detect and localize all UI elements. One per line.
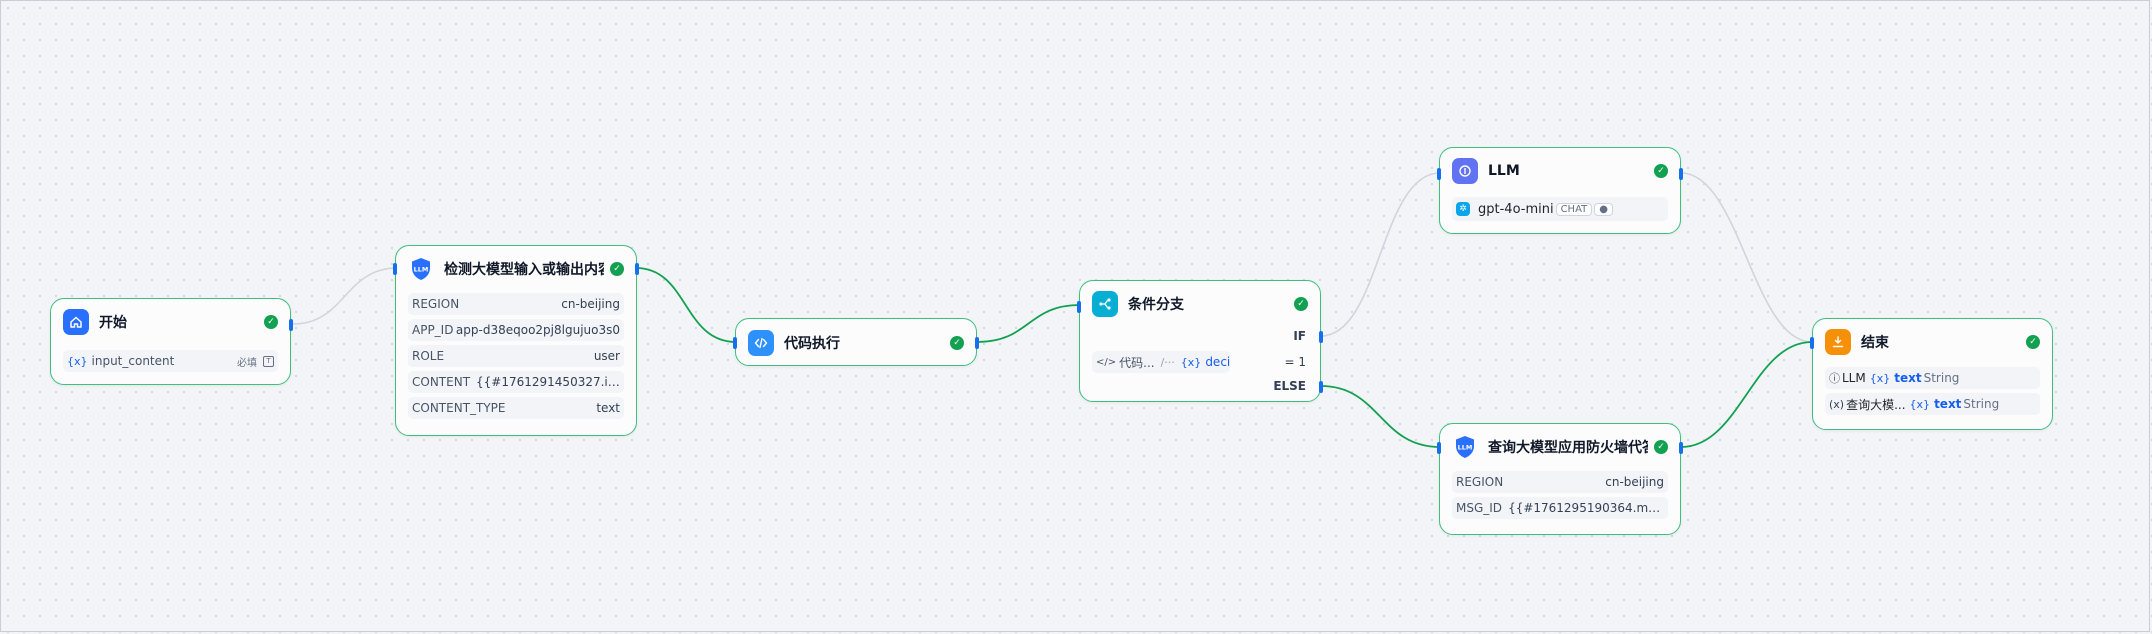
input-handle[interactable] xyxy=(1077,301,1081,313)
llm-icon xyxy=(1452,158,1478,184)
success-check-icon: ✓ xyxy=(264,315,278,329)
output-handle[interactable] xyxy=(289,319,293,331)
condition-operator: = 1 xyxy=(1284,355,1306,369)
param-value: app-d38eqoo2pj8lgujuo3s0 xyxy=(455,323,620,337)
success-check-icon: ✓ xyxy=(1294,297,1308,311)
if-label: IF xyxy=(1293,329,1306,343)
output-type: String xyxy=(1923,371,1960,385)
success-check-icon: ✓ xyxy=(1654,164,1668,178)
node-title: 查询大模型应用防火墙代答结 xyxy=(1488,440,1648,456)
param-key: REGION xyxy=(412,297,460,311)
llm-shield-icon: LLM xyxy=(1452,434,1478,460)
variable-icon: {x} xyxy=(67,354,88,368)
output-handle[interactable] xyxy=(975,337,979,349)
param-value: {{#1761291450327.inpu... xyxy=(476,375,620,389)
llm-shield-icon: LLM xyxy=(408,256,434,282)
svg-text:LLM: LLM xyxy=(1458,444,1473,452)
node-content-detect[interactable]: LLM 检测大模型输入或输出内容是 ✓ REGION cn-beijing APP… xyxy=(393,245,639,436)
param-key: CONTENT xyxy=(412,375,471,389)
param-row: ROLE user xyxy=(408,345,624,367)
end-icon xyxy=(1825,329,1851,355)
success-check-icon: ✓ xyxy=(1654,440,1668,454)
model-row[interactable]: ✲ gpt-4o-mini CHAT ● xyxy=(1452,197,1668,221)
param-row: CONTENT_TYPE text xyxy=(408,397,624,419)
node-firewall-query[interactable]: LLM 查询大模型应用防火墙代答结 ✓ REGION cn-beijing MSG… xyxy=(1437,423,1683,535)
node-title: 条件分支 xyxy=(1128,297,1184,313)
param-key: MSG_ID xyxy=(1456,501,1503,515)
output-source: 查询大模... xyxy=(1846,397,1906,412)
success-check-icon: ✓ xyxy=(610,262,624,276)
start-variable-row[interactable]: {x} input_content 必填 T xyxy=(63,350,278,372)
param-value: user xyxy=(593,349,620,363)
variable-icon: {x} xyxy=(1180,355,1202,369)
node-title: LLM xyxy=(1488,163,1520,179)
output-type: String xyxy=(1963,397,2000,411)
node-condition-branch[interactable]: 条件分支 ✓ IF </> 代码... /··· {x} decision_t.… xyxy=(1077,280,1323,402)
output-handle[interactable] xyxy=(1679,168,1683,180)
mode-badge: CHAT xyxy=(1555,202,1593,216)
condition-variable: decision_t... xyxy=(1205,355,1230,369)
node-title: 开始 xyxy=(99,315,127,331)
input-handle[interactable] xyxy=(1437,442,1441,454)
node-end[interactable]: 结束 ✓ ⓘ LLM {x} text String (x) 查询大模... {… xyxy=(1810,318,2053,430)
param-row: MSG_ID {{#1761295190364.msg_i... xyxy=(1452,497,1668,519)
model-name: gpt-4o-mini xyxy=(1478,201,1554,217)
eye-icon[interactable]: ● xyxy=(1594,202,1613,216)
text-type-icon: T xyxy=(263,355,274,367)
if-output-handle[interactable] xyxy=(1319,331,1323,343)
param-row: REGION cn-beijing xyxy=(408,293,624,315)
param-key: APP_ID xyxy=(412,323,454,337)
output-row[interactable]: (x) 查询大模... {x} text String xyxy=(1825,393,2040,415)
svg-text:LLM: LLM xyxy=(414,266,429,274)
node-title: 代码执行 xyxy=(784,336,840,352)
input-handle[interactable] xyxy=(393,263,397,275)
variable-icon: (x) xyxy=(1829,397,1845,411)
condition-separator: /··· xyxy=(1160,355,1175,369)
llm-icon: ⓘ xyxy=(1829,372,1840,385)
required-label: 必填 xyxy=(237,357,257,369)
else-label: ELSE xyxy=(1273,379,1306,393)
success-check-icon: ✓ xyxy=(2026,335,2040,349)
output-row[interactable]: ⓘ LLM {x} text String xyxy=(1825,367,2040,389)
param-key: ROLE xyxy=(412,349,445,363)
output-variable: text xyxy=(1934,397,1962,411)
node-llm[interactable]: LLM ✓ ✲ gpt-4o-mini CHAT ● xyxy=(1437,147,1683,234)
output-handle[interactable] xyxy=(1679,442,1683,454)
param-key: REGION xyxy=(1456,475,1504,489)
code-icon xyxy=(748,330,774,356)
output-handle[interactable] xyxy=(635,263,639,275)
param-value: cn-beijing xyxy=(1605,475,1664,489)
variable-icon: {x} xyxy=(1869,371,1891,385)
node-start[interactable]: 开始 ✓ {x} input_content 必填 T xyxy=(50,298,293,385)
condition-source: 代码... xyxy=(1119,355,1155,370)
param-key: CONTENT_TYPE xyxy=(412,401,506,415)
node-code[interactable]: 代码执行 ✓ xyxy=(733,318,979,366)
param-value: text xyxy=(596,401,620,415)
node-title: 结束 xyxy=(1861,335,1889,351)
code-icon: </> xyxy=(1096,356,1117,368)
success-check-icon: ✓ xyxy=(950,336,964,350)
node-title: 检测大模型输入或输出内容是 xyxy=(444,262,604,278)
input-handle[interactable] xyxy=(1437,168,1441,180)
else-output-handle[interactable] xyxy=(1319,381,1323,393)
variable-name: input_content xyxy=(91,354,175,368)
variable-icon: {x} xyxy=(1909,397,1931,411)
input-handle[interactable] xyxy=(733,337,737,349)
condition-row[interactable]: </> 代码... /··· {x} decision_t... xyxy=(1092,351,1230,373)
param-row: REGION cn-beijing xyxy=(1452,471,1668,493)
output-source: LLM xyxy=(1842,371,1866,385)
input-handle[interactable] xyxy=(1810,337,1814,349)
openai-icon: ✲ xyxy=(1456,202,1470,216)
param-row: CONTENT {{#1761291450327.inpu... xyxy=(408,371,624,393)
param-value: cn-beijing xyxy=(561,297,620,311)
branch-icon xyxy=(1092,291,1118,317)
output-variable: text xyxy=(1894,371,1922,385)
param-value: {{#1761295190364.msg_i... xyxy=(1508,501,1664,515)
home-icon xyxy=(63,309,89,335)
